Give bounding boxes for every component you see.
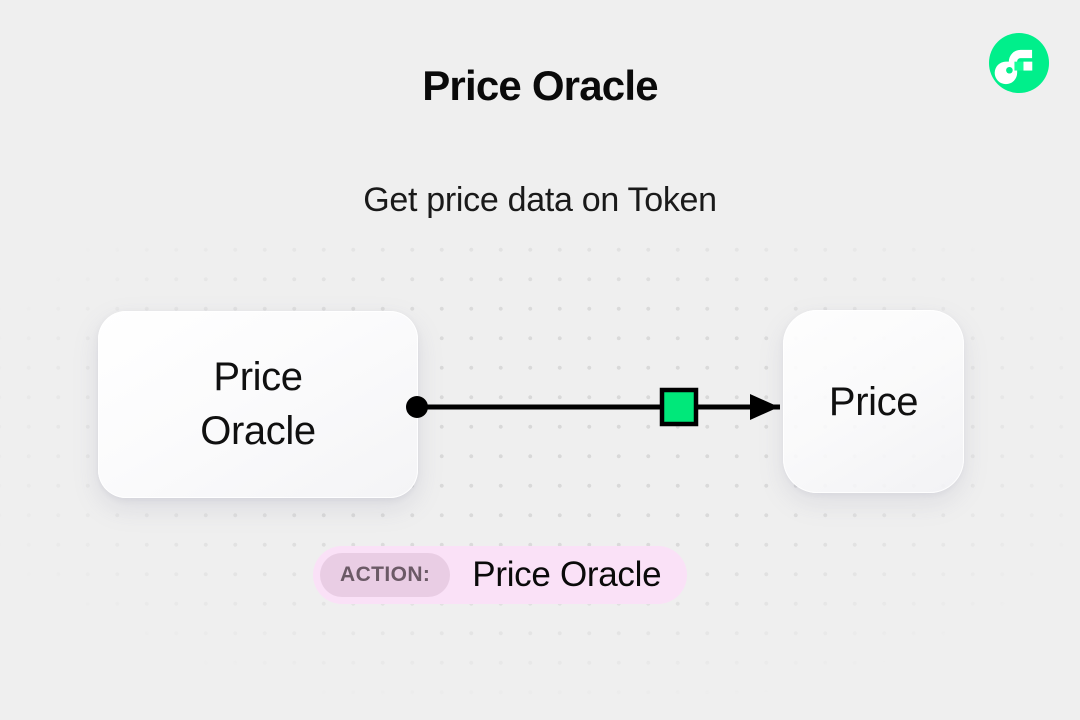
node-price[interactable]: Price: [783, 310, 964, 493]
page-title: Price Oracle: [422, 62, 658, 109]
action-badge-tag: ACTION:: [320, 553, 451, 597]
action-badge-value: Price Oracle: [472, 555, 662, 594]
connector-arrowhead-icon: [750, 394, 779, 420]
connector-marker-square[interactable]: [659, 387, 699, 427]
node-price-oracle[interactable]: Price Oracle: [98, 311, 418, 498]
node-price-label: Price: [828, 379, 919, 424]
page-subtitle: Get price data on Token: [363, 181, 717, 219]
connector-start-dot: [406, 396, 428, 418]
action-badge[interactable]: ACTION: Price Oracle: [313, 546, 688, 604]
flow-logo-icon: [988, 32, 1050, 94]
connector-edge[interactable]: [398, 380, 794, 434]
node-price-oracle-label: Price Oracle: [200, 355, 316, 453]
